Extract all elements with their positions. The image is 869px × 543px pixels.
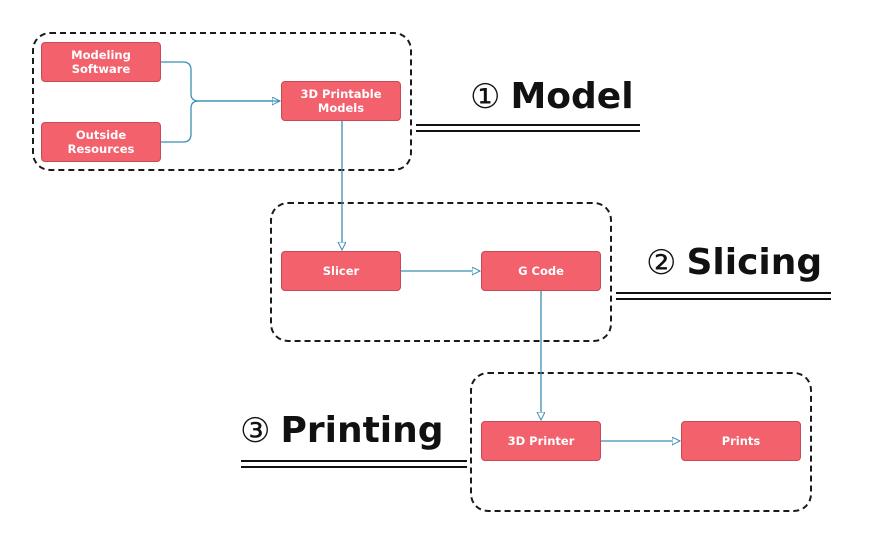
printing-stage-group	[470, 372, 812, 512]
node-modeling-software[interactable]: Modeling Software	[41, 42, 161, 82]
edge-outside-to-models	[161, 100, 280, 143]
node-prints[interactable]: Prints	[681, 421, 801, 461]
stage-underline-slicing	[616, 292, 831, 300]
stage-label-printing: Printing	[280, 410, 444, 451]
stage-label-model: Model	[510, 76, 634, 117]
node-slicer[interactable]: Slicer	[281, 251, 401, 291]
node-3d-printable-models[interactable]: 3D Printable Models	[281, 81, 401, 121]
stage-number-model: ①	[470, 77, 501, 117]
node-g-code[interactable]: G Code	[481, 251, 601, 291]
edge-modeling-to-models	[161, 61, 280, 101]
node-3d-printer[interactable]: 3D Printer	[481, 421, 601, 461]
stage-number-slicing: ②	[646, 243, 677, 283]
stage-underline-printing	[241, 460, 467, 468]
stage-label-slicing: Slicing	[686, 242, 823, 283]
slicing-stage-group	[270, 202, 612, 342]
model-stage-group	[32, 32, 412, 171]
stage-number-printing: ③	[240, 411, 271, 451]
stage-underline-model	[416, 124, 640, 132]
node-outside-resources[interactable]: Outside Resources	[41, 122, 161, 162]
